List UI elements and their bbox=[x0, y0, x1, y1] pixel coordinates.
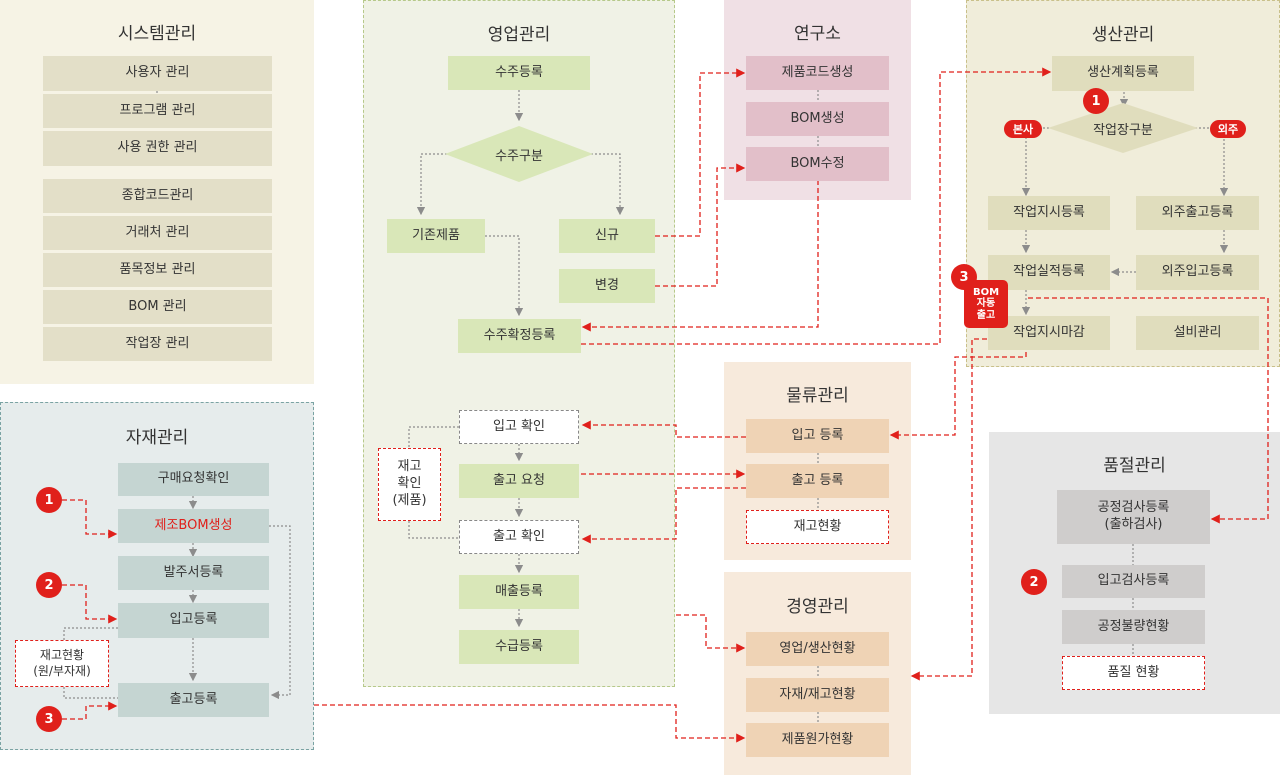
mat-stock-note-line1: 재고현황 bbox=[39, 647, 85, 662]
qual-process-inspect-line2: (출하검사) bbox=[1104, 517, 1163, 532]
material-panel-title: 자재관리 bbox=[125, 428, 189, 448]
sales-order-type-decision[interactable]: 수주구분 bbox=[445, 126, 593, 182]
mgmt-cost-status[interactable]: 제품원가현황 bbox=[746, 723, 889, 757]
lab-bom-edit[interactable]: BOM수정 bbox=[746, 147, 889, 181]
prod-outsource-ship[interactable]: 외주출고등록 bbox=[1136, 196, 1259, 230]
quality-panel-title: 품절관리 bbox=[1103, 456, 1166, 476]
lab-product-code[interactable]: 제품코드생성 bbox=[746, 56, 889, 90]
mat-stock-note: 재고현황 (원/부자재) bbox=[15, 640, 109, 687]
prod-outsource-tag: 외주 bbox=[1210, 120, 1246, 138]
bom-auto-line3: 출고 bbox=[976, 309, 996, 321]
mat-badge-2: 2 bbox=[36, 572, 62, 598]
sales-receive-check[interactable]: 입고 확인 bbox=[459, 410, 579, 444]
management-panel-title: 경영관리 bbox=[786, 597, 849, 617]
log-ship-register[interactable]: 출고 등록 bbox=[746, 464, 889, 498]
mat-badge-1: 1 bbox=[36, 487, 62, 513]
prod-badge-3: 3 bbox=[951, 264, 977, 290]
bom-auto-line1: BOM bbox=[972, 286, 1000, 298]
mat-ship-register[interactable]: 출고등록 bbox=[118, 683, 269, 717]
sales-collect-register[interactable]: 수급등록 bbox=[459, 630, 579, 664]
sales-order-confirm[interactable]: 수주확정등록 bbox=[458, 319, 581, 353]
log-receive-register[interactable]: 입고 등록 bbox=[746, 419, 889, 453]
system-permission-admin[interactable]: 사용 권한 관리 bbox=[43, 131, 272, 166]
mat-order-register[interactable]: 발주서등록 bbox=[118, 556, 269, 590]
sales-ship-request[interactable]: 출고 요청 bbox=[459, 464, 579, 498]
mgmt-material-stock-status[interactable]: 자재/재고현황 bbox=[746, 678, 889, 712]
production-panel-title: 생산관리 bbox=[1091, 25, 1155, 45]
mat-purchase-request[interactable]: 구매요청확인 bbox=[118, 463, 269, 496]
sales-ship-check[interactable]: 출고 확인 bbox=[459, 520, 579, 554]
lab-panel-title: 연구소 bbox=[794, 24, 841, 44]
sales-panel-title: 영업관리 bbox=[487, 25, 551, 45]
sales-order-register[interactable]: 수주등록 bbox=[448, 56, 590, 90]
sales-revenue-register[interactable]: 매출등록 bbox=[459, 575, 579, 609]
sales-order-type-label: 수주구분 bbox=[495, 148, 543, 164]
sales-change[interactable]: 변경 bbox=[559, 269, 655, 303]
logistics-panel-title: 물류관리 bbox=[786, 386, 849, 406]
prod-work-close[interactable]: 작업지시마감 bbox=[988, 316, 1110, 350]
prod-work-order[interactable]: 작업지시등록 bbox=[988, 196, 1110, 230]
prod-badge-1: 1 bbox=[1083, 88, 1109, 114]
system-user-admin[interactable]: 사용자 관리 bbox=[43, 56, 272, 91]
system-common-code[interactable]: 종합코드관리 bbox=[43, 179, 272, 213]
sales-stock-check-note: 재고 확인 (제품) bbox=[378, 448, 441, 521]
qual-badge-2: 2 bbox=[1021, 569, 1047, 595]
log-stock-status[interactable]: 재고현황 bbox=[746, 510, 889, 544]
sales-existing-product[interactable]: 기존제품 bbox=[387, 219, 485, 253]
mgmt-sales-production-status[interactable]: 영업/생산현황 bbox=[746, 632, 889, 666]
prod-workplace-decision[interactable]: 작업장구분 bbox=[1048, 103, 1198, 153]
mat-mfg-bom[interactable]: 제조BOM생성 bbox=[118, 509, 269, 543]
system-program-admin[interactable]: 프로그램 관리 bbox=[43, 94, 272, 128]
qual-process-inspect[interactable]: 공정검사등록 (출하검사) bbox=[1057, 490, 1210, 544]
qual-quality-status[interactable]: 품질 현황 bbox=[1062, 656, 1205, 690]
qual-process-defect[interactable]: 공정불량현황 bbox=[1062, 610, 1205, 644]
system-panel-title: 시스템관리 bbox=[117, 24, 197, 44]
mat-badge-3: 3 bbox=[36, 706, 62, 732]
system-client-admin[interactable]: 거래처 관리 bbox=[43, 216, 272, 250]
lab-bom-create[interactable]: BOM생성 bbox=[746, 102, 889, 136]
mat-receive-register[interactable]: 입고등록 bbox=[118, 603, 269, 638]
prod-equipment[interactable]: 설비관리 bbox=[1136, 316, 1259, 350]
prod-work-result[interactable]: 작업실적등록 bbox=[988, 255, 1110, 290]
stock-check-line3: (제품) bbox=[392, 492, 427, 508]
qual-incoming-inspect[interactable]: 입고검사등록 bbox=[1062, 565, 1205, 598]
prod-bom-auto-ship-tag: BOM 자동 출고 bbox=[964, 280, 1008, 328]
prod-inhouse-tag: 본사 bbox=[1004, 120, 1042, 138]
mat-stock-note-line2: (원/부자재) bbox=[33, 663, 91, 678]
system-workplace-admin[interactable]: 작업장 관리 bbox=[43, 327, 272, 361]
system-bom-admin[interactable]: BOM 관리 bbox=[43, 290, 272, 324]
prod-outsource-receive[interactable]: 외주입고등록 bbox=[1136, 255, 1259, 290]
qual-process-inspect-line1: 공정검사등록 bbox=[1097, 500, 1170, 516]
prod-workplace-label: 작업장구분 bbox=[1093, 122, 1153, 138]
stock-check-line2: 확인 bbox=[397, 476, 422, 492]
system-item-info[interactable]: 품목정보 관리 bbox=[43, 253, 272, 287]
stock-check-line1: 재고 bbox=[397, 459, 422, 475]
bom-auto-line2: 자동 bbox=[976, 298, 996, 310]
sales-new[interactable]: 신규 bbox=[559, 219, 655, 253]
prod-plan-register[interactable]: 생산계획등록 bbox=[1052, 56, 1194, 91]
